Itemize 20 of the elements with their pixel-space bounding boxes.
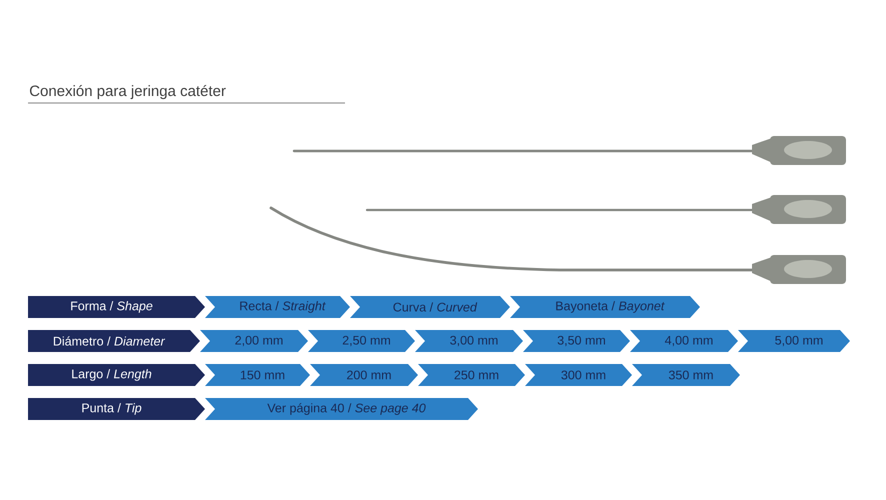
row-header-band: Largo / Length bbox=[28, 364, 205, 386]
option-band: 3,00 mm bbox=[415, 330, 523, 352]
row-header-band: Forma / Shape bbox=[28, 296, 205, 318]
option-band: 300 mm bbox=[525, 364, 632, 386]
option-band: Curva / Curved bbox=[350, 296, 510, 318]
option-band: 2,50 mm bbox=[308, 330, 415, 352]
option-band: 200 mm bbox=[310, 364, 418, 386]
title: Conexión para jeringa catéter bbox=[30, 84, 226, 100]
option-band: 150 mm bbox=[205, 364, 310, 386]
option-band: Recta / Straight bbox=[205, 296, 350, 318]
option-band: 350 mm bbox=[632, 364, 740, 386]
option-band: 3,50 mm bbox=[523, 330, 630, 352]
option-band: 5,00 mm bbox=[738, 330, 850, 352]
option-band: 250 mm bbox=[418, 364, 525, 386]
option-band: 2,00 mm bbox=[200, 330, 308, 352]
option-band: Bayoneta / Bayonet bbox=[510, 296, 700, 318]
option-band: 4,00 mm bbox=[630, 330, 738, 352]
row-header-band: Diámetro / Diameter bbox=[28, 330, 200, 352]
option-band: Ver página 40 / See page 40 bbox=[205, 398, 478, 420]
row-header-band: Punta / Tip bbox=[28, 398, 205, 420]
